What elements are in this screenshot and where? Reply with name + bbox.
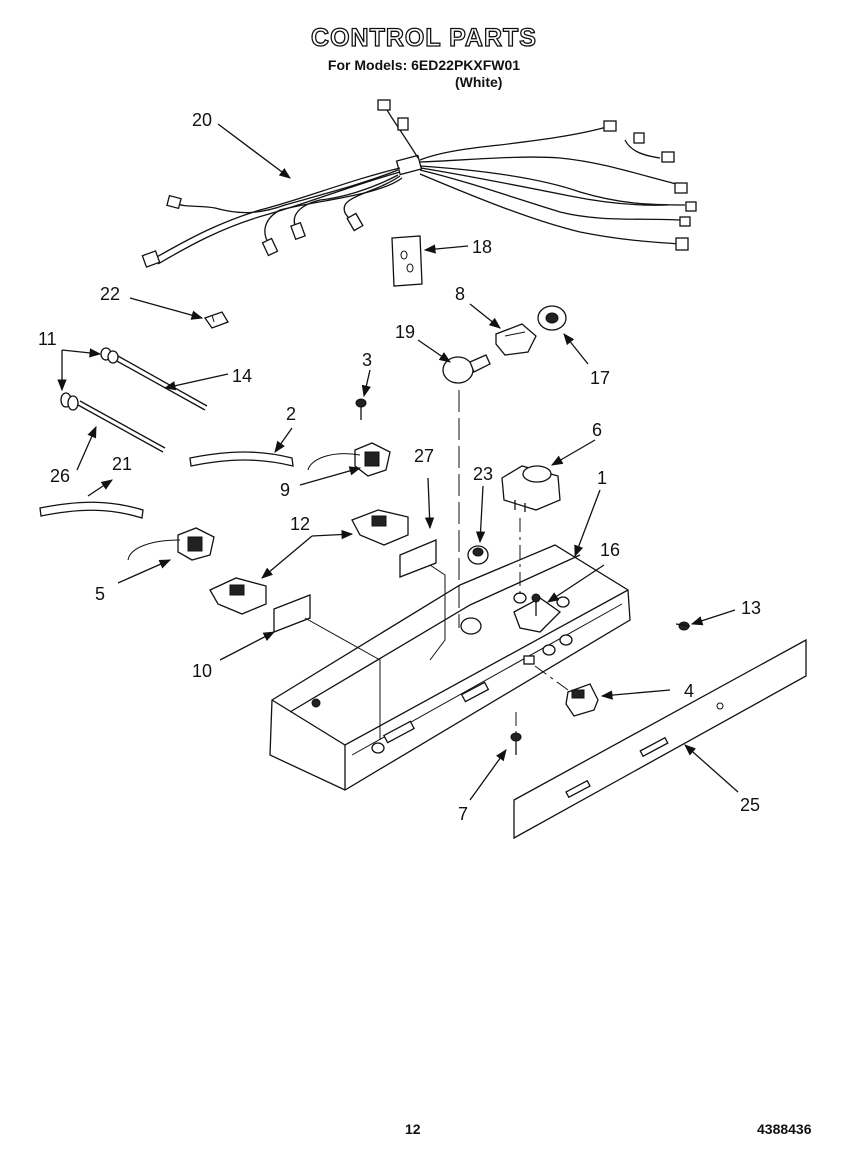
callout-1: 1 bbox=[597, 468, 607, 488]
screw-part-16 bbox=[531, 593, 541, 616]
callout-6: 6 bbox=[592, 420, 602, 440]
callout-16: 16 bbox=[600, 540, 620, 560]
thermostat-part-6 bbox=[501, 465, 561, 512]
callout-27: 27 bbox=[414, 446, 434, 466]
callout-9: 9 bbox=[280, 480, 290, 500]
wire-harness-part-20 bbox=[141, 99, 697, 268]
control-housing-part-1 bbox=[269, 544, 631, 791]
label-part-10 bbox=[273, 594, 311, 633]
assembly-lines bbox=[304, 390, 569, 740]
callout-17: 17 bbox=[590, 368, 610, 388]
callout-5: 5 bbox=[95, 584, 105, 604]
screw-part-3 bbox=[355, 398, 367, 420]
socket-part-17 bbox=[537, 305, 567, 331]
callout-18: 18 bbox=[472, 237, 492, 257]
callout-2: 2 bbox=[286, 404, 296, 424]
trim-strip-part-25 bbox=[513, 638, 807, 840]
tube-part-14 bbox=[100, 347, 208, 411]
tube-part-26 bbox=[60, 392, 166, 453]
callout-8: 8 bbox=[455, 284, 465, 304]
foam-strip-part-2 bbox=[189, 451, 294, 467]
document-number: 4388436 bbox=[757, 1121, 812, 1137]
callout-21: 21 bbox=[112, 454, 132, 474]
socket-part-8 bbox=[495, 323, 537, 356]
light-switch-part-4 bbox=[565, 683, 599, 717]
callout-19: 19 bbox=[395, 322, 415, 342]
callout-7: 7 bbox=[458, 804, 468, 824]
callout-25: 25 bbox=[740, 795, 760, 815]
screw-part-13 bbox=[675, 621, 691, 631]
callout-12: 12 bbox=[290, 514, 310, 534]
callout-26: 26 bbox=[50, 466, 70, 486]
callout-23: 23 bbox=[473, 464, 493, 484]
model-line: For Models: 6ED22PKXFW01 bbox=[327, 57, 521, 73]
screw-part-7 bbox=[510, 732, 522, 755]
label-part-27 bbox=[399, 539, 437, 578]
callout-22: 22 bbox=[100, 284, 120, 304]
callout-13: 13 bbox=[741, 598, 761, 618]
switch-part-5 bbox=[127, 527, 215, 561]
callout-11: 11 bbox=[38, 329, 57, 349]
page-number: 12 bbox=[405, 1121, 421, 1137]
switch-part-9 bbox=[307, 442, 391, 477]
callout-10: 10 bbox=[192, 661, 212, 681]
callout-14: 14 bbox=[232, 366, 252, 386]
plate-part-18 bbox=[391, 235, 423, 287]
diagram-title: CONTROL PARTS bbox=[310, 23, 537, 52]
callout-3: 3 bbox=[362, 350, 372, 370]
model-color: (White) bbox=[455, 74, 503, 90]
clip-part-22 bbox=[203, 311, 229, 329]
bracket-part-12 bbox=[209, 509, 409, 615]
foam-strip-part-21 bbox=[39, 501, 144, 519]
callout-20: 20 bbox=[192, 110, 212, 130]
leader-arrows bbox=[57, 123, 739, 801]
knob-part-23 bbox=[467, 545, 489, 565]
callout-4: 4 bbox=[684, 681, 694, 701]
bulb-part-19 bbox=[442, 354, 491, 384]
